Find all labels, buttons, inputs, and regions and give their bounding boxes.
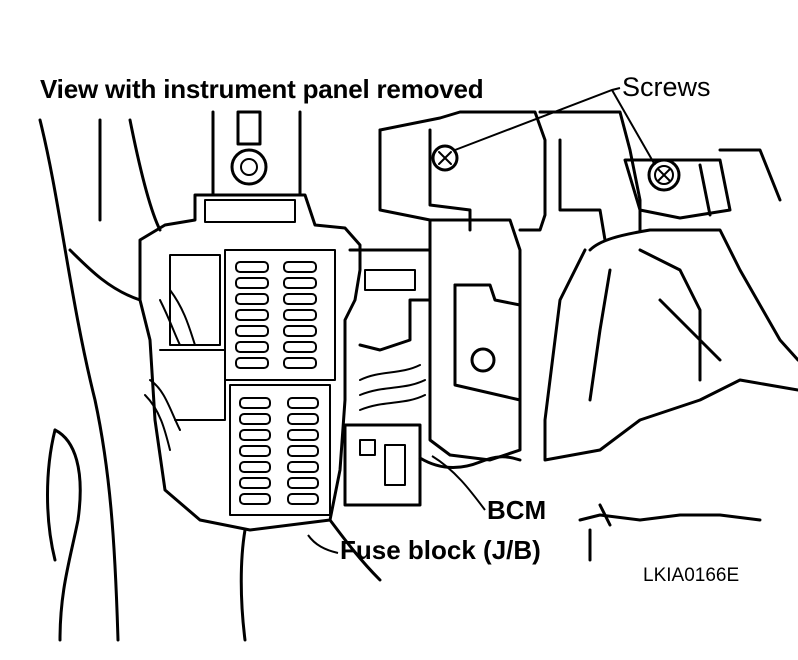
lower-fuses (239, 397, 319, 505)
upper-fuses (235, 261, 317, 369)
bcm-housing (418, 218, 522, 470)
bcm-label: BCM (487, 495, 547, 525)
connectors (343, 248, 432, 507)
left-trim (38, 118, 162, 642)
diagram-title: View with instrument panel removed (40, 74, 484, 104)
steering-bracket (211, 110, 302, 197)
leader-lines (307, 87, 656, 554)
right-bracket (543, 148, 798, 562)
figure-code: LKIA0166E (643, 565, 740, 586)
screws-label: Screws (622, 72, 711, 102)
screw-left-icon (431, 144, 459, 172)
fuse-block-label: Fuse block (J/B) (340, 535, 541, 565)
screw-right-icon (647, 158, 681, 192)
fuse-block (138, 193, 382, 642)
